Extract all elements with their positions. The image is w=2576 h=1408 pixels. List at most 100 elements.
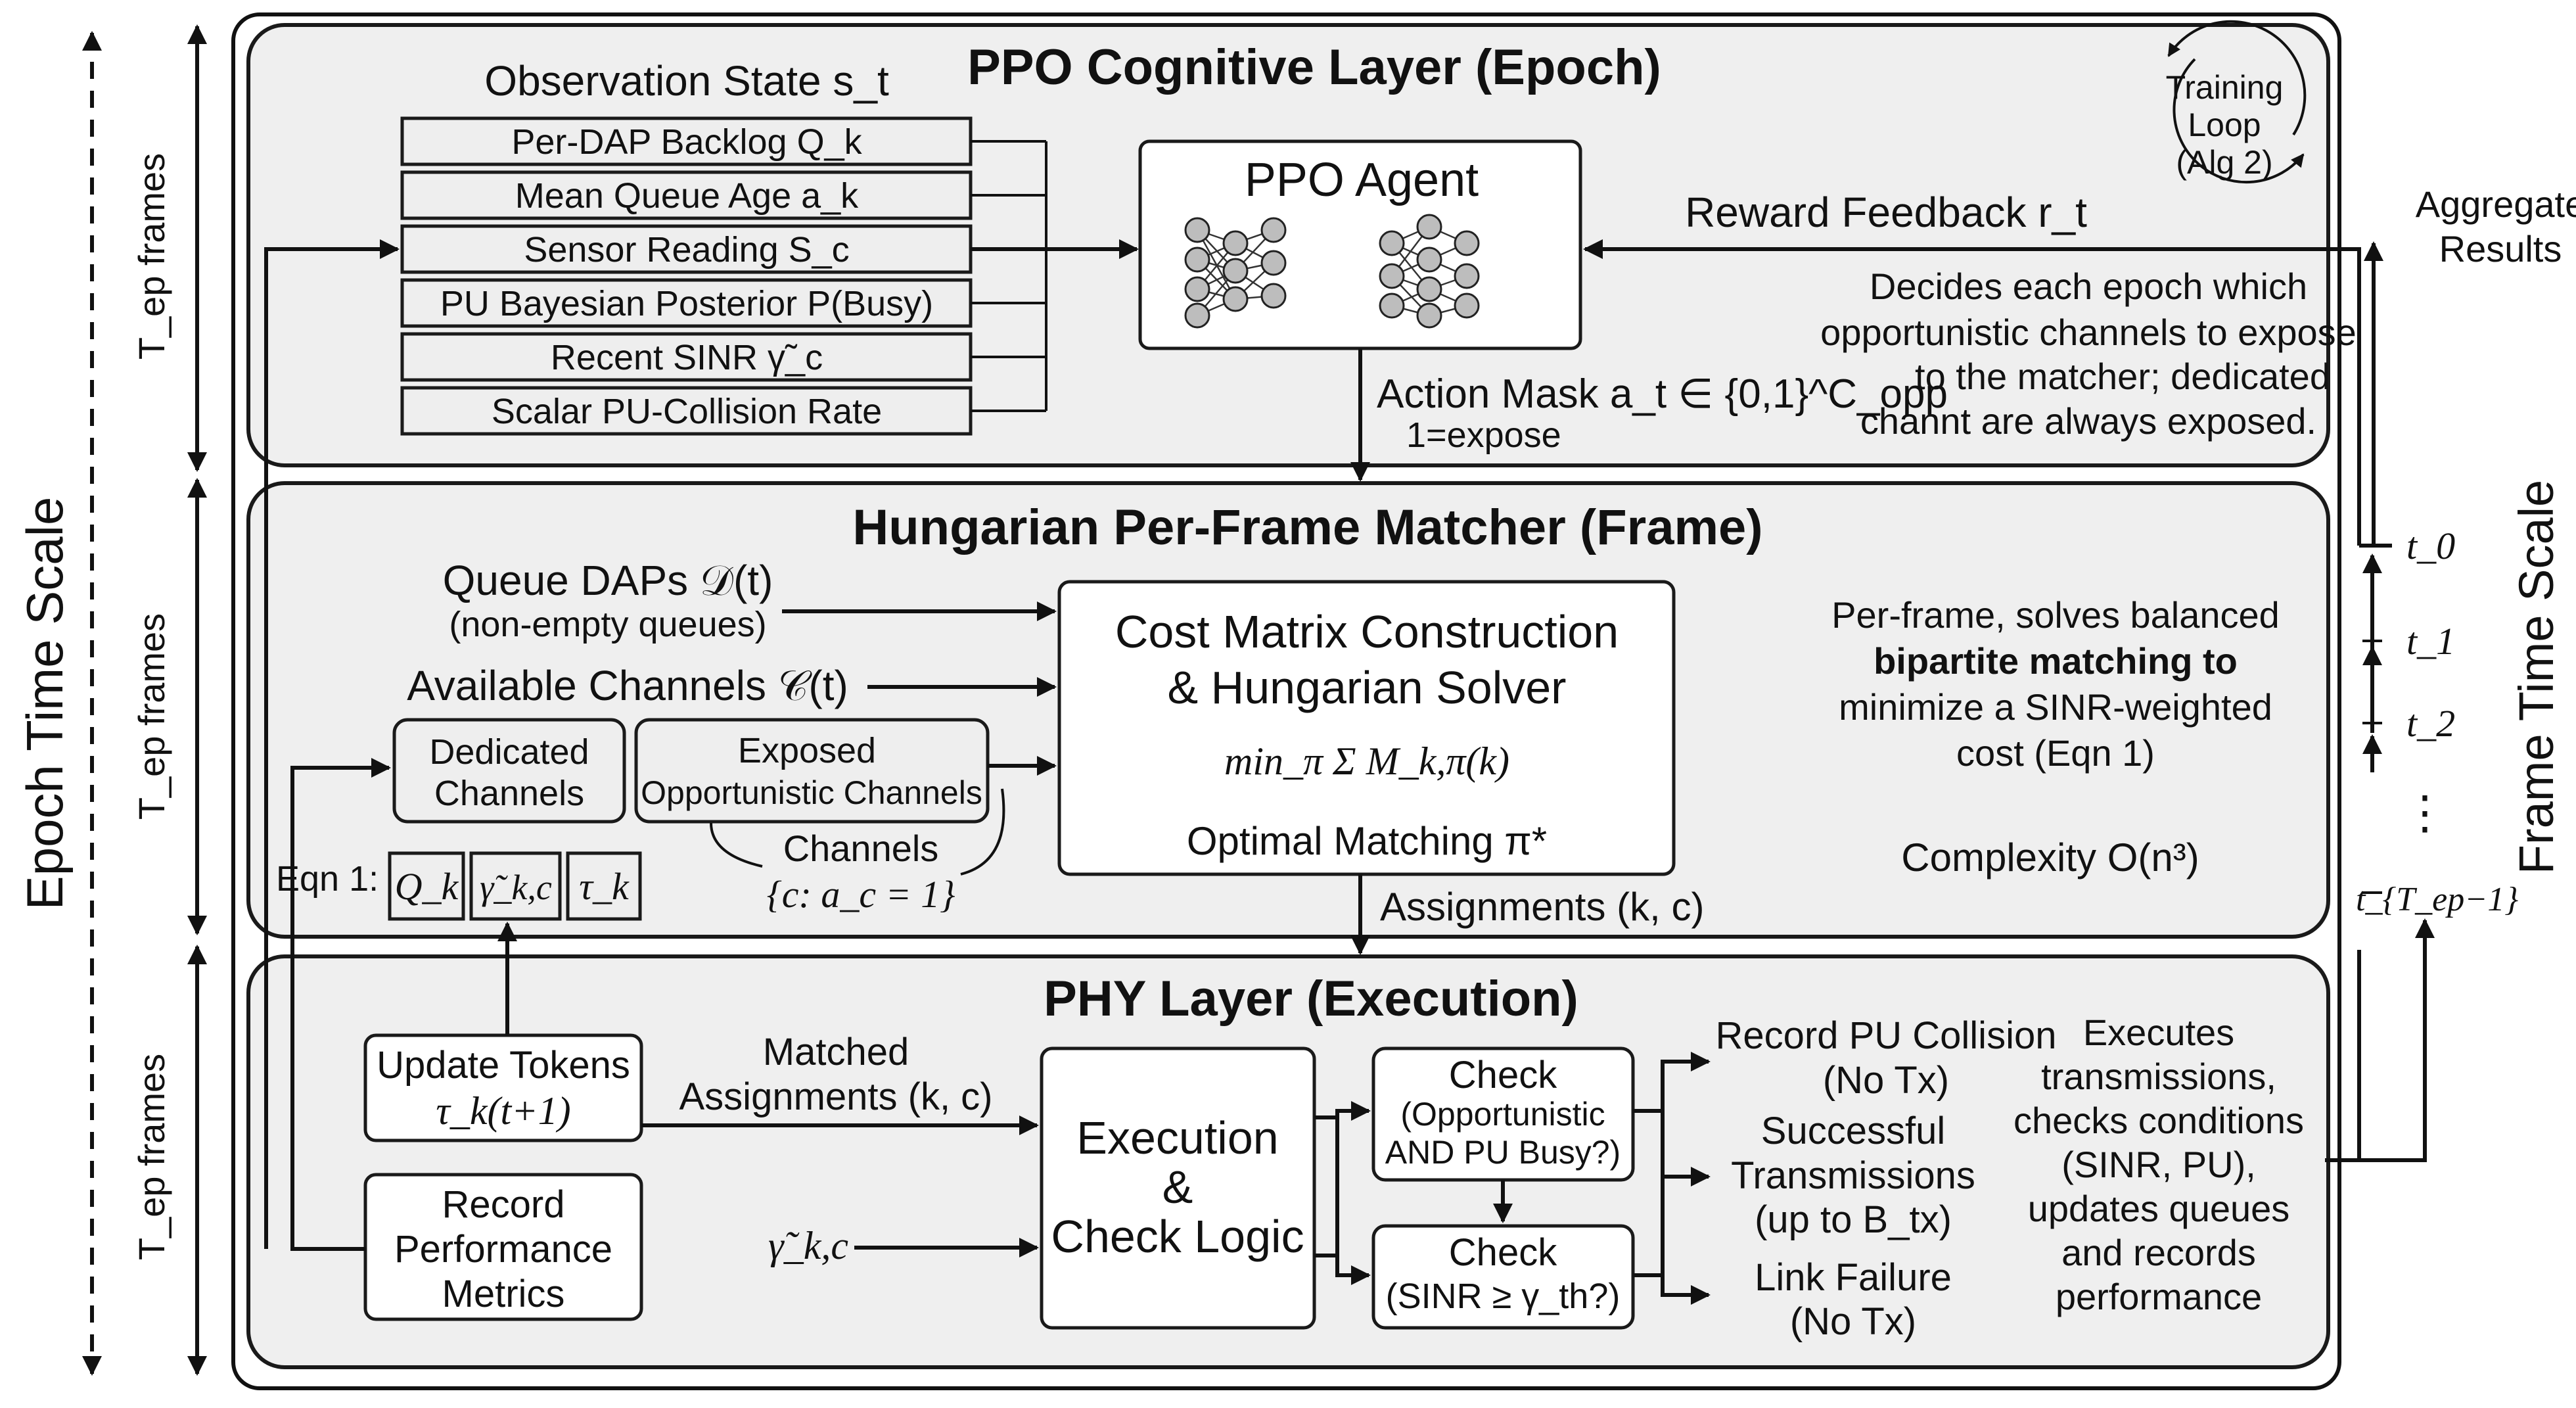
eqn1-term: Q_k: [395, 865, 459, 908]
queue-daps-label: Queue DAPs 𝒟(t): [443, 557, 773, 604]
channels-set-label: {c: a_c = 1}: [767, 873, 955, 916]
tep-frames-label-3: T_ep frames: [131, 1054, 172, 1260]
gamma-input-label: γ̃_k,c: [768, 1224, 848, 1267]
phy-description-line: updates queues: [2028, 1188, 2290, 1229]
channels-set-label: Channels: [783, 828, 939, 869]
tep-frames-label-2: T_ep frames: [131, 613, 172, 820]
check-pu-label: (Opportunistic: [1400, 1096, 1605, 1133]
ppo-cognitive-layer: PPO Cognitive Layer (Epoch) Observation …: [246, 20, 2576, 467]
observation-bracket: [971, 140, 1139, 412]
phy-description-line: performance: [2056, 1276, 2262, 1317]
outcome-label: Link Failure: [1755, 1256, 1952, 1299]
record-metrics-label: Performance: [394, 1228, 612, 1271]
execution-label: Check Logic: [1051, 1211, 1304, 1262]
check-sinr-label: (SINR ≥ γ_th?): [1386, 1277, 1621, 1316]
phy-description-line: (SINR, PU),: [2061, 1144, 2256, 1185]
hungarian-description: Per-frame, solves balanced: [1831, 594, 2280, 636]
check-pu-label: AND PU Busy?): [1385, 1134, 1621, 1171]
outcome-label: Successful: [1761, 1110, 1945, 1152]
outer-frame: [231, 12, 2341, 1390]
dedicated-channels-box: Dedicated Channels: [392, 718, 626, 824]
observation-list: Per-DAP Backlog Q_k Mean Queue Age a_k S…: [400, 116, 973, 436]
exposed-channels-label: Opportunistic Channels: [641, 774, 982, 811]
phy-description-line: transmissions,: [2041, 1056, 2276, 1097]
tep-frames-axis: T_ep frames T_ep frames T_ep frames: [131, 24, 207, 1376]
outcome-label: (No Tx): [1790, 1300, 1916, 1343]
ppo-description: opportunistic channels to expose: [1820, 312, 2357, 353]
assignments-label: Assignments (k, c): [1380, 885, 1704, 929]
observation-item: Sensor Reading S_c: [524, 230, 849, 270]
update-tokens-label: Update Tokens: [377, 1044, 630, 1087]
available-channels-label: Available Channels 𝒞(t): [407, 662, 848, 709]
ppo-agent: PPO Agent: [1138, 139, 1582, 350]
epoch-time-scale-label: Epoch Time Scale: [16, 497, 74, 910]
observation-item: Mean Queue Age a_k: [515, 176, 859, 216]
matched-assignments-label: Matched: [763, 1031, 909, 1073]
hungarian-description: cost (Eqn 1): [1956, 732, 2155, 774]
cost-matrix-title: & Hungarian Solver: [1168, 662, 1567, 713]
eqn1-term: γ̃_k,c: [480, 868, 552, 907]
ppo-agent-label: PPO Agent: [1245, 154, 1479, 206]
update-tokens-label: τ_k(t+1): [436, 1089, 570, 1133]
tep-frames-label-1: T_ep frames: [131, 153, 172, 360]
phy-description: Executes transmissions, checks condition…: [2013, 1012, 2304, 1317]
execution-label: &: [1162, 1162, 1193, 1213]
matched-assignments-label: Assignments (k, c): [679, 1075, 993, 1118]
ppo-description: Decides each epoch which: [1870, 266, 2307, 307]
check-pu-label: Check: [1449, 1054, 1557, 1096]
dedicated-channels-label: Channels: [434, 774, 584, 813]
training-loop-label: Loop: [2188, 106, 2261, 143]
neural-network-icon: [1379, 214, 1480, 329]
ppo-description: channt are always exposed.: [1860, 400, 2316, 442]
observation-item: Scalar PU-Collision Rate: [492, 392, 882, 431]
hungarian-matcher-layer: Hungarian Per-Frame Matcher (Frame) Queu…: [246, 481, 2330, 939]
check-sinr-box: Check (SINR ≥ γ_th?): [1371, 1224, 1635, 1330]
observation-state-title: Observation State s_t: [484, 57, 889, 105]
phy-description-line: Executes: [2083, 1012, 2234, 1053]
training-loop-label: (Alg 2): [2176, 144, 2272, 181]
execution-box: Execution & Check Logic: [1040, 1046, 1316, 1330]
observation-item: Recent SINR γ̃_c: [551, 338, 823, 377]
frame-time-axis: t_0 t_1 t_2 ⋮ t_{T_ep−1} Frame Time Scal…: [2325, 241, 2564, 1162]
phy-panel-title: PHY Layer (Execution): [1044, 971, 1578, 1027]
eqn1-inputs: Eqn 1: Q_k γ̃_k,c τ_k: [276, 851, 642, 921]
action-mask-label: Action Mask a_t ∈ {0,1}^C_opp: [1377, 371, 1948, 417]
cost-matrix-box: Cost Matrix Construction & Hungarian Sol…: [1057, 580, 1676, 876]
exposed-channels-box: Exposed Opportunistic Channels: [634, 718, 990, 824]
ppo-panel-title: PPO Cognitive Layer (Epoch): [967, 39, 1661, 95]
neural-network-icon: [1184, 217, 1287, 329]
aggregate-results-label: Aggregate: [2416, 183, 2576, 225]
outcome-label: Transmissions: [1731, 1154, 1975, 1197]
dedicated-channels-label: Dedicated: [429, 732, 589, 772]
action-mask-sub: 1=expose: [1406, 415, 1561, 455]
frame-tick-t1: t_1: [2406, 620, 2455, 663]
frame-tick-t0: t_0: [2406, 525, 2455, 567]
outcome-label: (up to B_tx): [1755, 1198, 1952, 1241]
cost-matrix-title: Cost Matrix Construction: [1115, 606, 1619, 657]
outcome-label: (No Tx): [1823, 1059, 1949, 1102]
queue-daps-sub: (non-empty queues): [449, 605, 766, 644]
update-tokens-box: Update Tokens τ_k(t+1): [363, 1033, 643, 1142]
phy-execution-layer: PHY Layer (Execution) Update Tokens τ_k(…: [246, 954, 2330, 1369]
reward-feedback-label: Reward Feedback r_t: [1685, 189, 2087, 236]
check-sinr-label: Check: [1449, 1231, 1557, 1274]
phy-description-line: checks conditions: [2013, 1100, 2304, 1141]
channels-set-brace: Channels {c: a_c = 1}: [710, 788, 1005, 916]
epoch-time-axis: Epoch Time Scale: [16, 31, 102, 1376]
phy-description-line: and records: [2061, 1232, 2256, 1273]
record-metrics-box: Record Performance Metrics: [363, 1173, 643, 1321]
record-metrics-label: Record: [442, 1183, 565, 1226]
eqn1-term: τ_k: [579, 865, 630, 908]
observation-item: PU Bayesian Posterior P(Busy): [440, 284, 933, 323]
optimal-matching-label: Optimal Matching π*: [1187, 819, 1547, 863]
record-metrics-label: Metrics: [442, 1273, 565, 1315]
outcome-label: Record PU Collision: [1716, 1014, 2057, 1057]
cost-formula: min_π Σ M_k,π(k): [1224, 739, 1509, 783]
exposed-channels-label: Exposed: [738, 731, 876, 770]
complexity-label: Complexity O(n³): [1901, 835, 2199, 880]
frame-tick-tlast: t_{T_ep−1}: [2356, 881, 2518, 918]
frame-tick-dots: ⋮: [2402, 787, 2448, 838]
frame-time-scale-label: Frame Time Scale: [2509, 480, 2564, 874]
check-pu-busy-box: Check (Opportunistic AND PU Busy?): [1371, 1046, 1635, 1182]
